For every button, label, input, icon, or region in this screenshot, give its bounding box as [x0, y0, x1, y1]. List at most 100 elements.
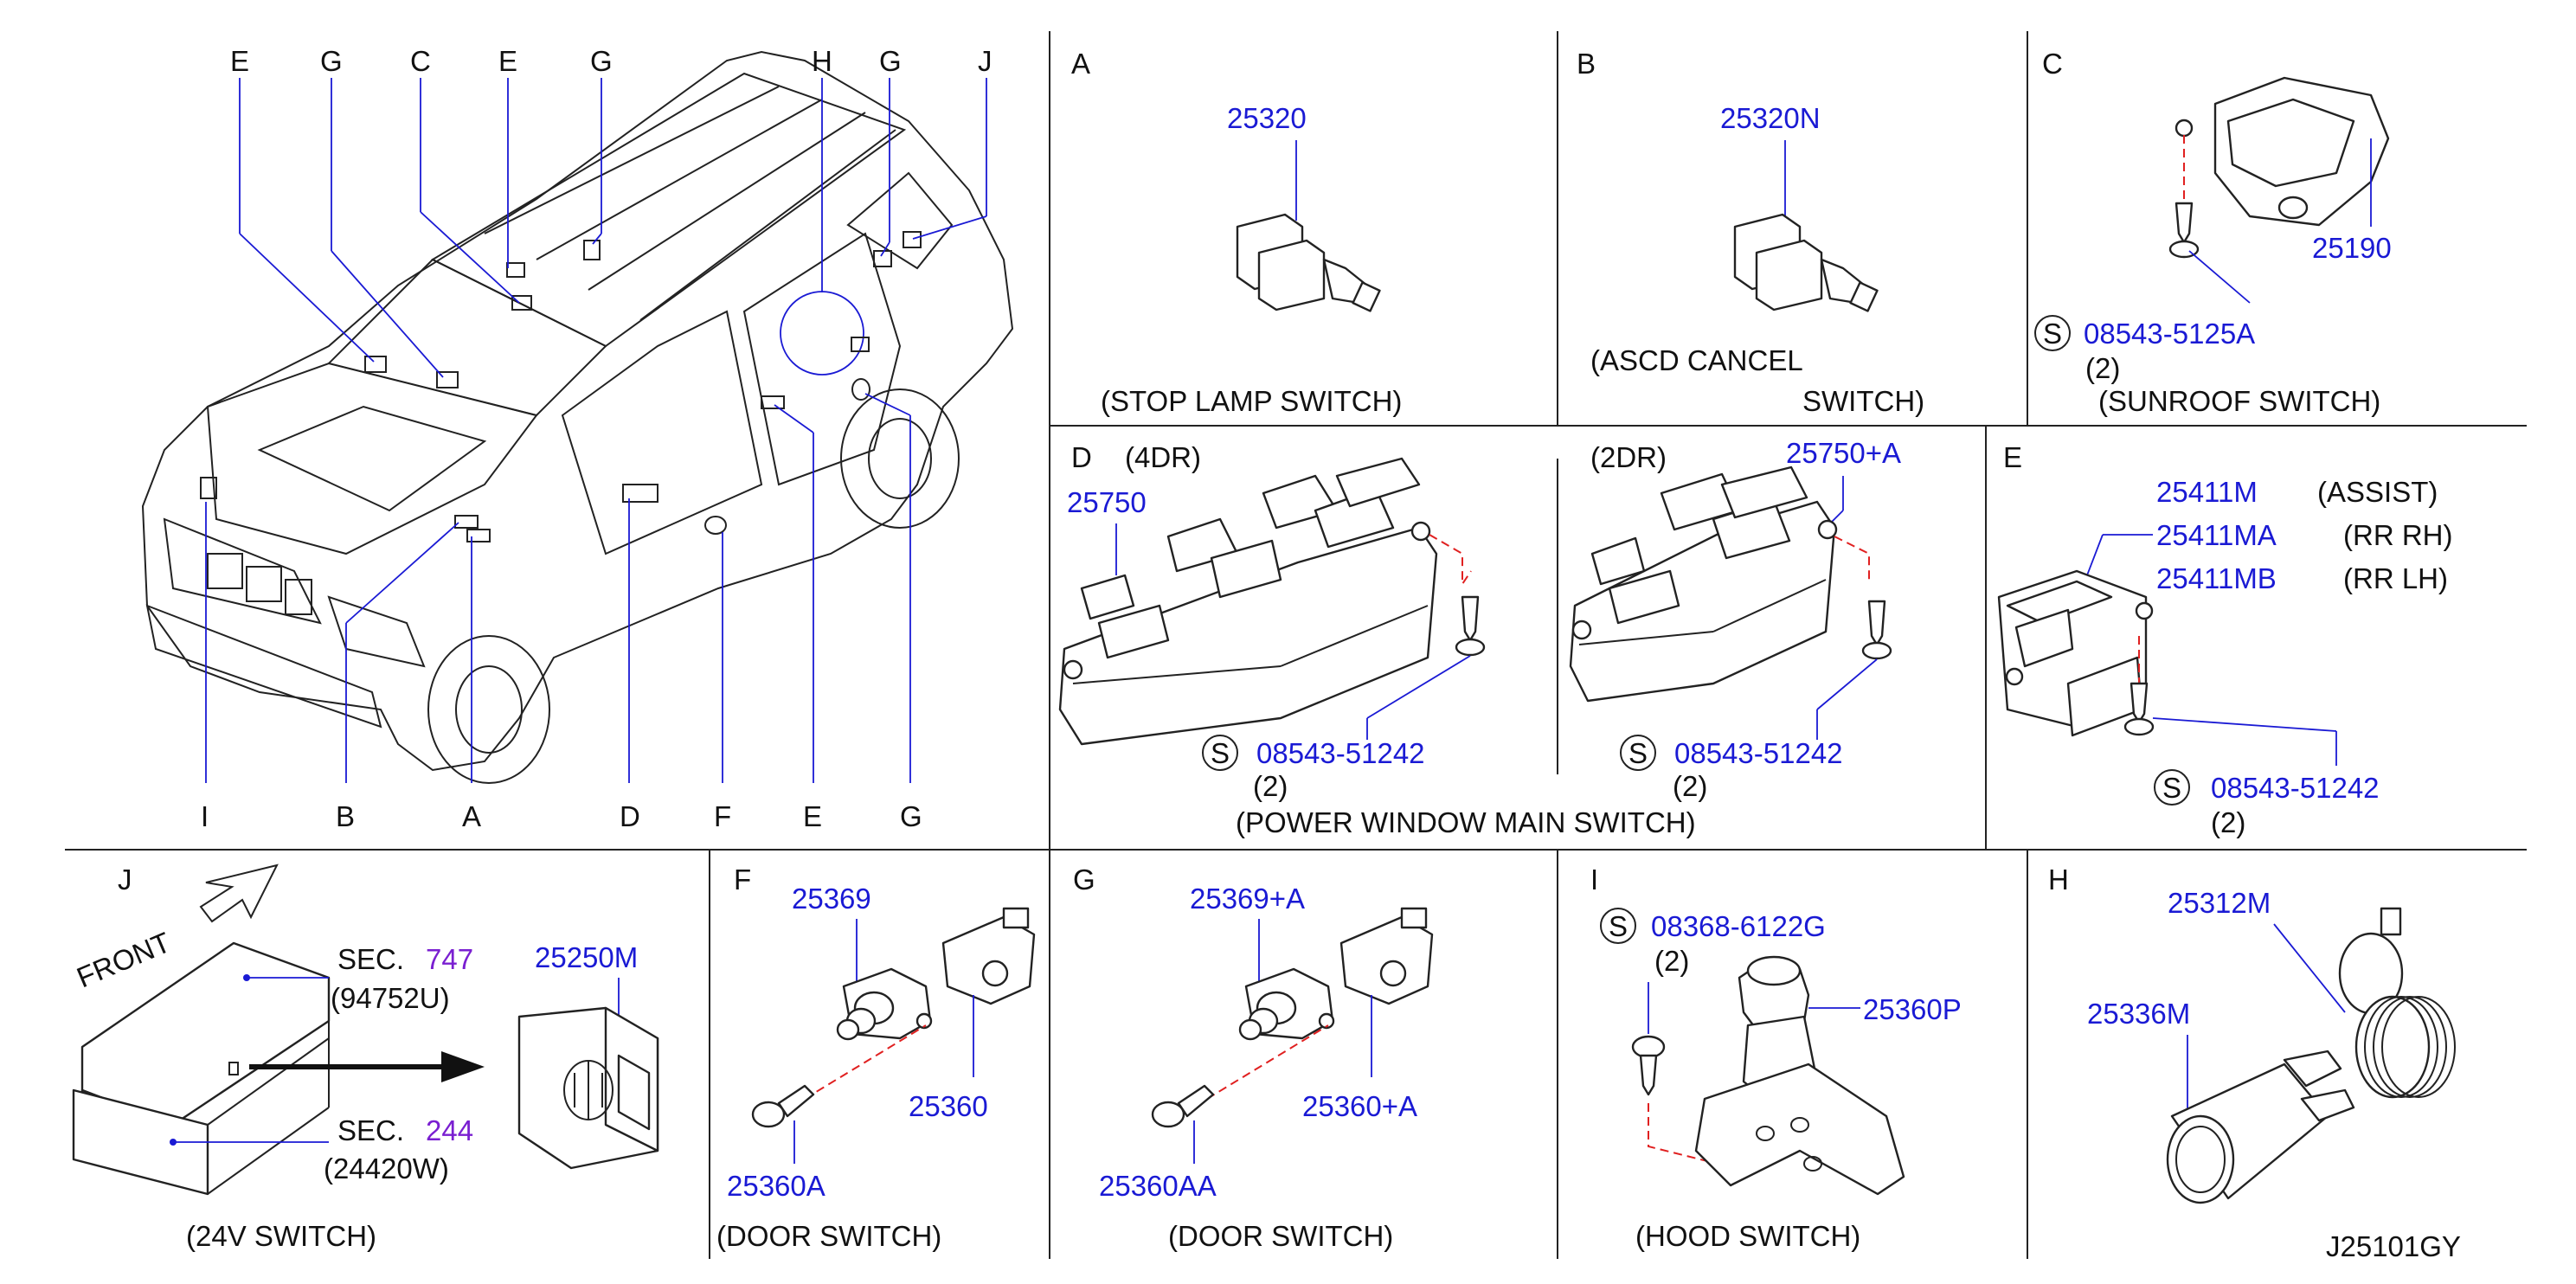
vehicle-letter-bottom-1: I — [201, 800, 209, 832]
door-switch-f-drawing — [836, 907, 1036, 1041]
panel-d-screw-2dr: 08543-51242 — [1674, 737, 1843, 769]
panel-h-letter: H — [2048, 863, 2069, 896]
panel-a: A 25320 (STOP LAMP SWITCH) — [1071, 48, 1402, 417]
panel-i-screw-s: S — [1609, 910, 1628, 942]
stop-lamp-switch-drawing — [1236, 213, 1381, 312]
vehicle-outline — [141, 50, 1014, 784]
power-window-switch-4dr-drawing — [1058, 457, 1438, 746]
panel-e-screw-s: S — [2162, 772, 2181, 804]
panel-j-sec1-number: 747 — [426, 943, 473, 975]
panel-d-part-4dr: 25750 — [1067, 486, 1147, 518]
panel-j-letter: J — [118, 863, 132, 896]
panel-e-desc-1: (ASSIST) — [2317, 476, 2438, 508]
panel-d-screw-symbol-2dr: S — [1620, 735, 1656, 771]
panel-c-part-number: 25190 — [2312, 232, 2392, 264]
vehicle-letter-top-4: E — [498, 45, 517, 77]
panel-g-part-plunger: 25369+A — [1190, 883, 1305, 915]
panel-i-screw-symbol: S — [1600, 908, 1636, 944]
panel-e-screw-symbol: S — [2154, 769, 2190, 806]
vehicle-letter-bottom-7: G — [900, 800, 922, 832]
vehicle-letter-top-6: H — [812, 45, 832, 77]
panel-d-variant-4dr: (4DR) — [1125, 441, 1201, 473]
panel-b-caption-line1: (ASCD CANCEL — [1590, 344, 1803, 376]
panel-g-part-screw: 25360AA — [1099, 1170, 1217, 1202]
assist-switch-drawing — [1997, 569, 2154, 737]
panel-i-caption: (HOOD SWITCH) — [1635, 1220, 1860, 1252]
vehicle-letter-top-3: C — [410, 45, 431, 77]
panel-i-qty: (2) — [1654, 945, 1689, 977]
panel-f-part-switch: 25360 — [909, 1090, 988, 1122]
panel-c-screw-number: 08543-5125A — [2084, 318, 2255, 350]
panel-g: G 25369+A 25360+A 25360AA (DOOR SWITCH) — [1073, 863, 1434, 1252]
panel-j-part-number: 25250M — [535, 941, 638, 973]
vehicle-letter-bottom-3: A — [462, 800, 481, 832]
panel-i-screw-number: 08368-6122G — [1651, 910, 1826, 942]
panel-f: F 25369 25360 25360A (DOOR SWITCH) — [716, 863, 1036, 1252]
panel-i-part-number: 25360P — [1863, 993, 1962, 1025]
panel-a-letter: A — [1071, 48, 1090, 80]
door-switch-f-screw — [751, 1084, 815, 1128]
cap-drawing — [2338, 907, 2456, 1099]
vehicle-letter-top-1: E — [230, 45, 249, 77]
door-switch-g-screw — [1151, 1084, 1215, 1128]
panel-d-screw-s-4dr: S — [1211, 737, 1230, 769]
power-window-screw-2dr — [1861, 600, 1892, 660]
vehicle-top-letters: E G C E G H G J — [230, 45, 992, 77]
panel-e-part-1: 25411M — [2156, 476, 2258, 508]
panel-e-desc-3: (RR LH) — [2343, 562, 2448, 594]
panel-e-part-3: 25411MB — [2156, 562, 2277, 594]
panel-e-part-2: 25411MA — [2156, 519, 2277, 551]
panel-g-caption: (DOOR SWITCH) — [1168, 1220, 1393, 1252]
panel-c-qty: (2) — [2085, 352, 2120, 384]
vehicle-letter-top-7: G — [879, 45, 902, 77]
panel-e-desc-2: (RR RH) — [2343, 519, 2452, 551]
panel-d-qty-4dr: (2) — [1253, 770, 1288, 802]
panel-d: D (4DR) 25750 S 08543-51242 — [1058, 437, 1901, 838]
vehicle-letter-bottom-2: B — [336, 800, 355, 832]
panel-h-part-cap: 25312M — [2168, 887, 2271, 919]
panel-h-part-socket: 25336M — [2087, 998, 2190, 1030]
arrow-to-switch-icon — [249, 1051, 485, 1082]
panel-j-caption: (24V SWITCH) — [186, 1220, 376, 1252]
vehicle-overview: E G C E G H G J I B A D F E G — [141, 45, 1014, 832]
panel-f-part-screw: 25360A — [727, 1170, 825, 1202]
panel-a-caption: (STOP LAMP SWITCH) — [1101, 385, 1402, 417]
panel-d-screw-s-2dr: S — [1628, 737, 1648, 769]
power-window-screw-4dr — [1455, 595, 1486, 657]
panel-d-letter: D — [1071, 441, 1092, 473]
sunroof-switch-drawing — [2175, 76, 2390, 227]
panel-j-sec1-code: (94752U) — [331, 982, 450, 1014]
panel-d-screw-symbol-4dr: S — [1202, 735, 1238, 771]
panel-g-letter: G — [1073, 863, 1095, 896]
panel-f-part-plunger: 25369 — [792, 883, 871, 915]
vehicle-letter-top-8: J — [978, 45, 992, 77]
door-switch-g-drawing — [1238, 907, 1434, 1041]
panel-b-caption-line2: SWITCH) — [1802, 385, 1924, 417]
vehicle-letter-top-2: G — [320, 45, 343, 77]
panel-g-part-switch: 25360+A — [1302, 1090, 1417, 1122]
panel-j-sec2-code: (24420W) — [324, 1152, 449, 1184]
panel-d-qty-2dr: (2) — [1673, 770, 1707, 802]
panel-b-letter: B — [1577, 48, 1596, 80]
panel-d-variant-2dr: (2DR) — [1590, 441, 1667, 473]
ascd-switch-drawing — [1733, 213, 1879, 312]
panel-h: H 25312M 25336M J25101GY — [2048, 863, 2461, 1262]
panel-b: B 25320N (ASCD CANCEL SWITCH) — [1577, 48, 1924, 417]
vehicle-letter-bottom-5: F — [714, 800, 731, 832]
hood-switch-drawing — [1694, 955, 1905, 1196]
panel-i: I S 08368-6122G (2) 25360P (HOOD SWITCH) — [1590, 863, 1962, 1252]
24v-switch-drawing — [517, 1006, 659, 1170]
vehicle-letter-bottom-4: D — [620, 800, 640, 832]
power-window-switch-2dr-drawing — [1569, 465, 1838, 703]
panel-e-letter: E — [2003, 441, 2022, 473]
panel-d-part-2dr: 25750+A — [1786, 437, 1901, 469]
panel-c-screw-s: S — [2043, 318, 2062, 350]
vehicle-letter-bottom-6: E — [803, 800, 822, 832]
socket-drawing — [2166, 1050, 2355, 1204]
panel-c-caption: (SUNROOF SWITCH) — [2098, 385, 2380, 417]
console-drawing — [72, 941, 331, 1196]
drawing-code: J25101GY — [2326, 1230, 2461, 1262]
panel-c-letter: C — [2042, 48, 2063, 80]
panel-i-letter: I — [1590, 863, 1598, 896]
